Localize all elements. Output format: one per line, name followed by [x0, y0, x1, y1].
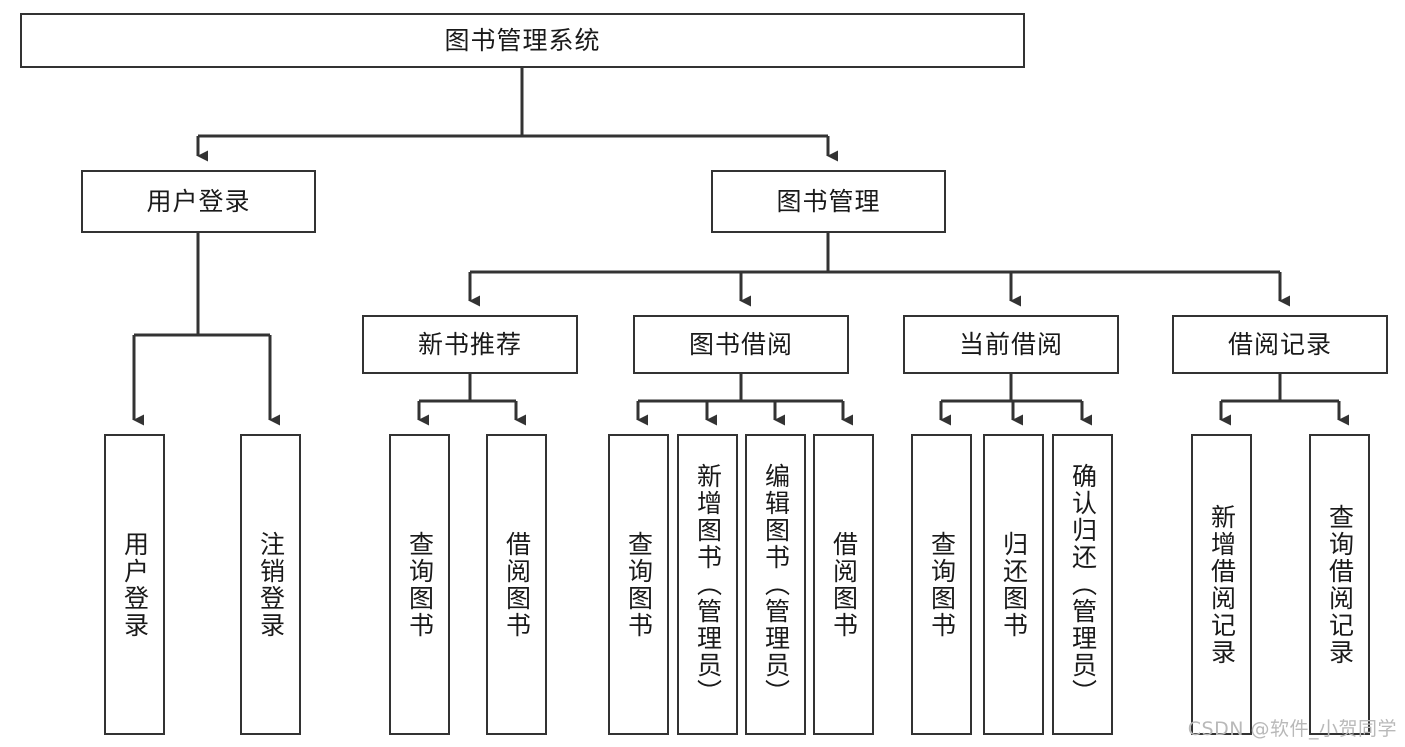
- node-borrow-record[interactable]: 借阅记录: [1172, 315, 1388, 374]
- node-leaf-user-login-label: 用户登录: [120, 530, 150, 639]
- node-leaf-return-book[interactable]: 归还图书: [983, 434, 1044, 735]
- node-leaf-borrow-book-rec[interactable]: 借阅图书: [486, 434, 547, 735]
- node-current-borrow[interactable]: 当前借阅: [903, 315, 1119, 374]
- node-user-login[interactable]: 用户登录: [81, 170, 316, 233]
- node-book-borrow[interactable]: 图书借阅: [633, 315, 849, 374]
- node-borrow-record-label: 借阅记录: [1227, 329, 1332, 359]
- node-leaf-confirm-return[interactable]: 确认归还（管理员）: [1052, 434, 1113, 735]
- node-leaf-user-logout[interactable]: 注销登录: [240, 434, 301, 735]
- node-leaf-edit-book-label: 编辑图书（管理员）: [761, 463, 791, 706]
- node-book-manage-label: 图书管理: [776, 186, 881, 216]
- node-leaf-add-record-label: 新增借阅记录: [1207, 503, 1237, 666]
- node-leaf-query-book[interactable]: 查询图书: [608, 434, 669, 735]
- node-leaf-borrow-book-rec-label: 借阅图书: [502, 530, 532, 639]
- node-leaf-add-record[interactable]: 新增借阅记录: [1191, 434, 1252, 735]
- node-new-book-rec-label: 新书推荐: [417, 329, 522, 359]
- node-leaf-add-book-label: 新增图书（管理员）: [693, 463, 723, 706]
- node-current-borrow-label: 当前借阅: [958, 329, 1063, 359]
- node-leaf-add-book[interactable]: 新增图书（管理员）: [677, 434, 738, 735]
- node-leaf-query-book-label: 查询图书: [624, 530, 654, 639]
- node-leaf-query-book-rec[interactable]: 查询图书: [389, 434, 450, 735]
- node-leaf-query-book-rec-label: 查询图书: [405, 530, 435, 639]
- node-book-manage[interactable]: 图书管理: [711, 170, 946, 233]
- node-leaf-edit-book[interactable]: 编辑图书（管理员）: [745, 434, 806, 735]
- node-root[interactable]: 图书管理系统: [20, 13, 1025, 68]
- node-root-label: 图书管理系统: [444, 25, 601, 55]
- node-leaf-query-record[interactable]: 查询借阅记录: [1309, 434, 1370, 735]
- node-leaf-borrow-book[interactable]: 借阅图书: [813, 434, 874, 735]
- node-leaf-user-login[interactable]: 用户登录: [104, 434, 165, 735]
- node-leaf-query-book-cur-label: 查询图书: [927, 530, 957, 639]
- node-leaf-query-book-cur[interactable]: 查询图书: [911, 434, 972, 735]
- node-book-borrow-label: 图书借阅: [688, 329, 793, 359]
- node-new-book-rec[interactable]: 新书推荐: [362, 315, 578, 374]
- node-user-login-label: 用户登录: [146, 186, 251, 216]
- node-leaf-user-logout-label: 注销登录: [256, 530, 286, 639]
- node-leaf-confirm-return-label: 确认归还（管理员）: [1068, 463, 1098, 706]
- node-leaf-return-book-label: 归还图书: [999, 530, 1029, 639]
- node-leaf-borrow-book-label: 借阅图书: [829, 530, 859, 639]
- node-leaf-query-record-label: 查询借阅记录: [1325, 503, 1355, 666]
- csdn-watermark: CSDN @软件_小贺同学: [1187, 718, 1397, 740]
